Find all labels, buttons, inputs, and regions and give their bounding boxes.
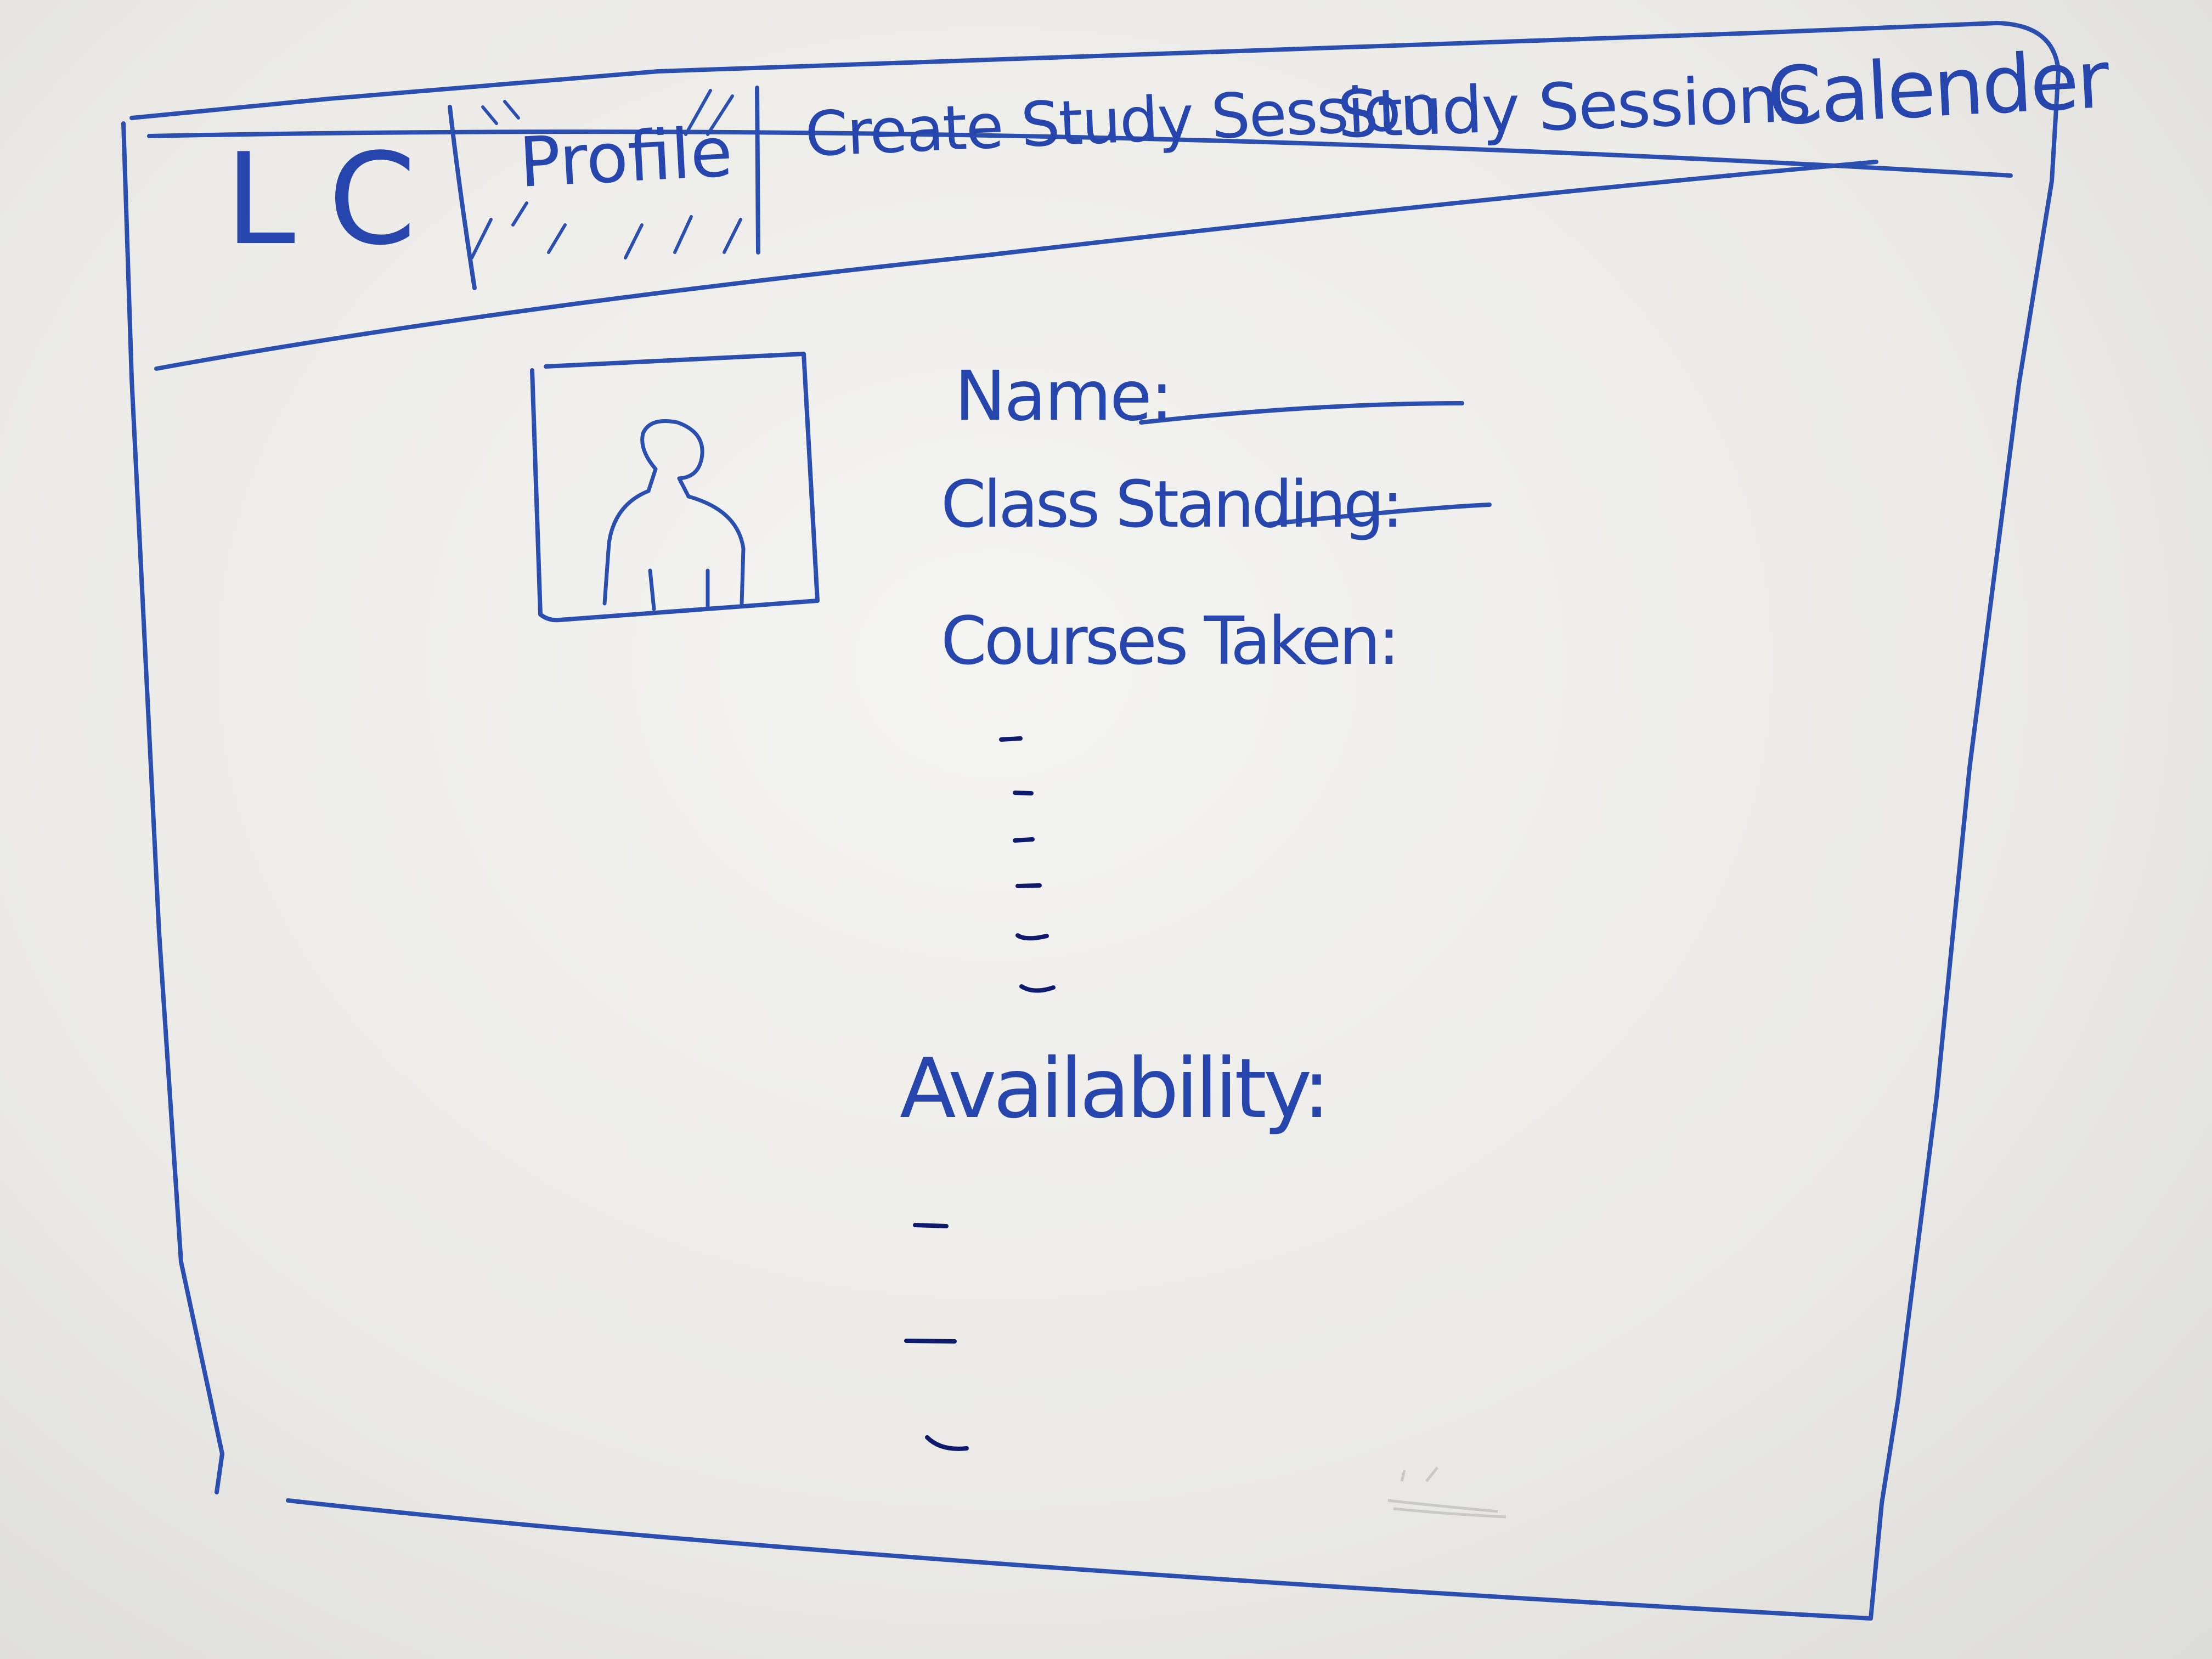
tab-calendar[interactable]: Calender (1764, 33, 2110, 144)
placeholder-dashes (904, 736, 1056, 1451)
course-dash (1019, 984, 1056, 993)
course-dash (999, 736, 1023, 742)
availability-dash (913, 1223, 949, 1228)
board-smudge (1387, 1466, 1506, 1519)
nav-divider-left (448, 105, 477, 290)
courses-taken-label: Courses Taken: (941, 603, 1400, 680)
course-dash (1015, 933, 1049, 941)
class-standing-underline (1268, 503, 1492, 526)
class-standing-label: Class Standing: (941, 466, 1403, 542)
tab-study-sessions[interactable]: Study Sessions (1336, 60, 1812, 153)
app-logo[interactable]: LC (225, 127, 449, 273)
nav-divider-right (755, 86, 760, 255)
availability-label: Availability: (900, 1041, 1330, 1137)
name-underline (1139, 401, 1464, 425)
availability-dash (925, 1435, 969, 1451)
avatar-frame (530, 352, 820, 623)
active-tab-hatching (470, 89, 742, 259)
course-dash (1015, 883, 1042, 888)
person-silhouette-icon (602, 419, 746, 611)
header-bottom-line (154, 160, 1878, 371)
tab-profile[interactable]: Profile (517, 112, 735, 203)
window-frame (121, 21, 2061, 1621)
header-top-line (147, 129, 2013, 178)
course-dash (1013, 837, 1035, 843)
name-label: Name: (955, 357, 1173, 436)
